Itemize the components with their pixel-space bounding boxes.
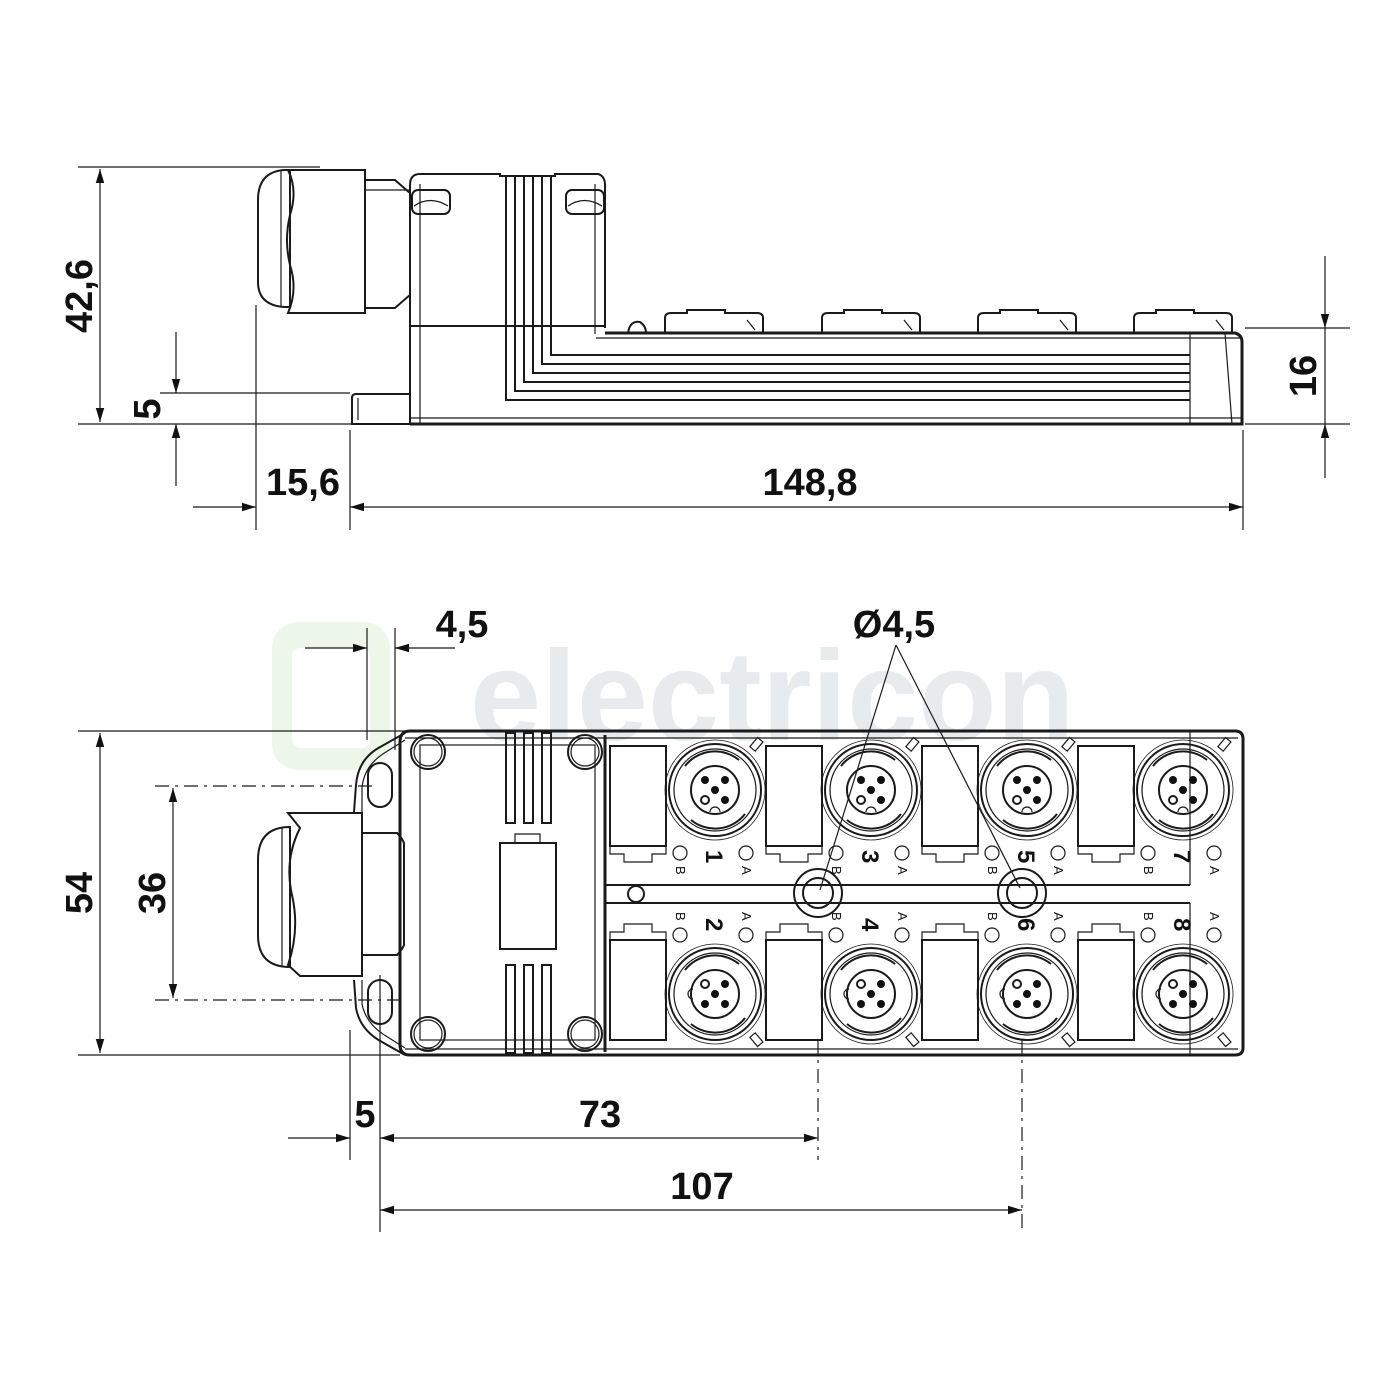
dim-gland-length: 15,6 [266, 462, 340, 504]
svg-text:B: B [829, 912, 844, 921]
cable-gland-top [257, 812, 405, 977]
m12-port-2 [664, 943, 766, 1048]
svg-text:A: A [1207, 866, 1222, 875]
svg-text:B: B [1141, 912, 1156, 921]
side-connector-bumps [627, 309, 1233, 334]
svg-text:A: A [1051, 866, 1066, 875]
port-number-8: 8 [1168, 918, 1195, 931]
dim-hole-pitch-73: 73 [579, 1094, 621, 1136]
dim-hole-spacing: 36 [132, 872, 174, 914]
dim-overall-width: 54 [59, 872, 101, 914]
port-number-2: 2 [700, 918, 727, 931]
dim-overall-height: 42,6 [59, 259, 101, 333]
dim-body-length: 148,8 [762, 462, 857, 504]
port-number-5: 5 [1012, 850, 1039, 863]
ribs [499, 732, 557, 1054]
dim-flange-offset: 4,5 [436, 604, 489, 646]
housing-outline [398, 729, 1245, 1057]
port-number-6: 6 [1012, 918, 1039, 931]
side-view: 42,6 5 15,6 148,8 16 [59, 166, 1350, 530]
mounting-slot-top [367, 762, 393, 808]
m12-port-8 [1132, 943, 1234, 1048]
port-number-3: 3 [856, 850, 883, 863]
svg-text:A: A [1051, 912, 1066, 921]
port-numbers: 1 2 3 4 5 6 7 8 [700, 850, 1195, 932]
mounting-hole-1 [793, 868, 843, 918]
port-number-7: 7 [1168, 850, 1195, 863]
dim-hole-edge-offset: 5 [354, 1094, 375, 1136]
label-window [499, 842, 557, 950]
screw-holes [410, 734, 603, 1052]
svg-text:A: A [895, 866, 910, 875]
m12-port-7 [1132, 736, 1234, 841]
svg-text:B: B [985, 912, 1000, 921]
svg-text:B: B [1141, 866, 1156, 875]
svg-text:B: B [985, 866, 1000, 875]
dim-hole-diameter: Ø4,5 [853, 604, 935, 646]
svg-text:A: A [739, 912, 754, 921]
dim-hole-pitch-107: 107 [670, 1166, 733, 1208]
side-grooves [505, 176, 1190, 401]
svg-text:B: B [673, 866, 688, 875]
svg-text:B: B [673, 912, 688, 921]
svg-text:A: A [895, 912, 910, 921]
m12-port-6 [976, 943, 1078, 1048]
port-number-1: 1 [700, 850, 727, 863]
led-labels: B A B A B A B A B A B A B A B A [673, 866, 1222, 921]
dim-flange-height: 5 [127, 398, 169, 419]
dim-body-height: 16 [1283, 355, 1325, 397]
svg-text:B: B [829, 866, 844, 875]
svg-text:A: A [739, 866, 754, 875]
status-leds [672, 845, 1222, 943]
cable-gland-side [257, 169, 411, 314]
m12-port-4 [820, 943, 922, 1048]
port-number-4: 4 [856, 918, 883, 932]
mounting-hole-2 [997, 868, 1047, 918]
top-view: B A B A B A B A B A B A B A B A 1 2 3 4 … [59, 604, 1245, 1232]
svg-text:A: A [1207, 912, 1222, 921]
